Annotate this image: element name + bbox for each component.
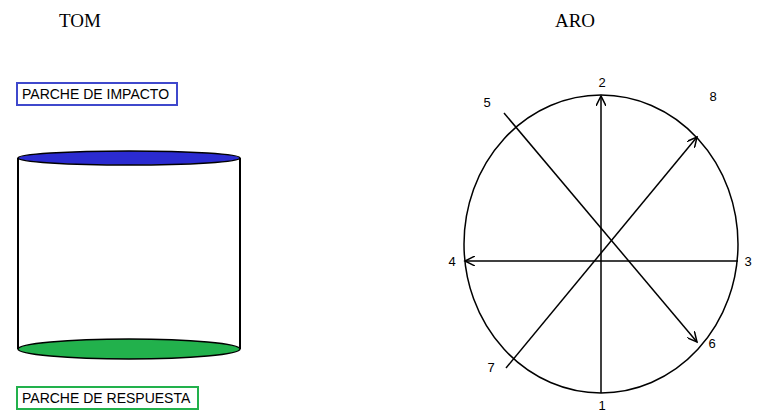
callout-number: 3 — [744, 255, 751, 268]
tension-line — [465, 260, 738, 262]
callout-number: 2 — [598, 76, 605, 89]
tension-line — [506, 137, 697, 368]
callout-number: 4 — [448, 255, 455, 268]
tension-line — [600, 96, 602, 393]
label-box: PARCHE DE IMPACTO — [16, 82, 178, 106]
part-name: PARCHE DE RESPUESTA — [22, 391, 193, 405]
callout-number: 8 — [709, 90, 716, 103]
part-name: PARCHE DE IMPACTO — [22, 87, 172, 101]
tension-line — [504, 113, 697, 342]
callout-number: 1 — [598, 399, 605, 412]
drum-side — [239, 158, 241, 349]
hoop-circle — [464, 95, 738, 393]
resonant-head — [18, 339, 240, 359]
batter-head — [18, 151, 240, 165]
callout-number: 5 — [483, 96, 490, 109]
drum-side — [17, 158, 19, 349]
callout-number: 7 — [487, 361, 494, 374]
label-box: PARCHE DE RESPUESTA — [16, 386, 199, 410]
heading-label: ARO — [555, 11, 595, 30]
callout-number: 6 — [708, 337, 715, 350]
heading-label: TOM — [59, 11, 101, 30]
